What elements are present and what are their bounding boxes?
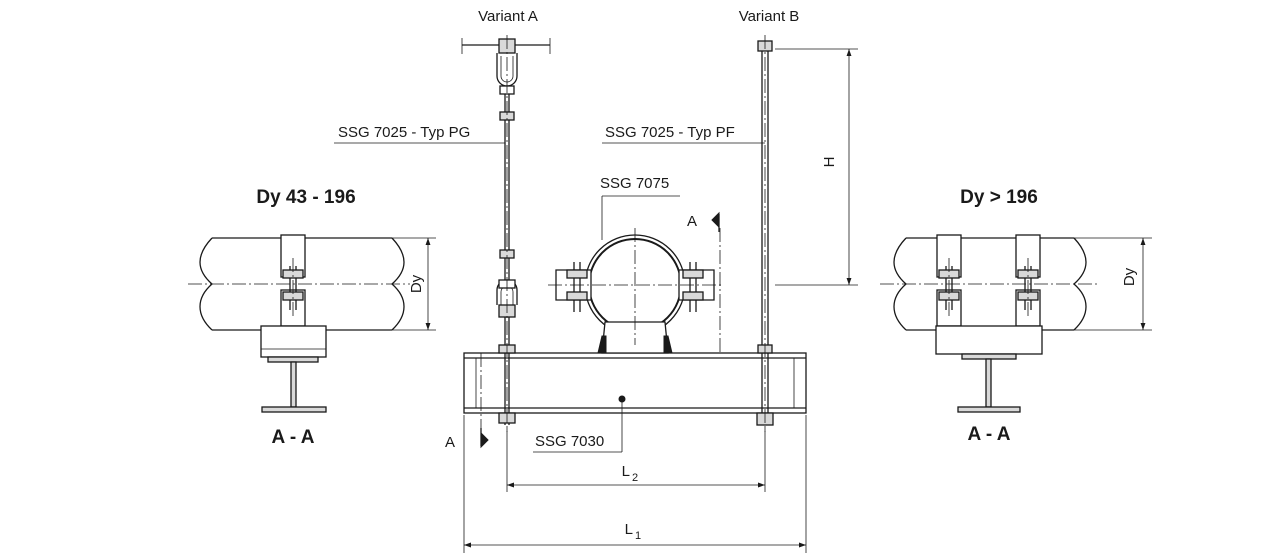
section-mark-upper [711, 211, 721, 352]
right-bolt-left [938, 258, 960, 318]
l1-subscript: 1 [635, 530, 641, 542]
right-dy-label: Dy [1121, 267, 1138, 286]
left-range-label: Dy 43 - 196 [256, 187, 355, 208]
ssg7030-label: SSG 7030 [535, 433, 604, 450]
l2-dimension [506, 428, 766, 492]
typ-pg-label: SSG 7025 - Typ PG [338, 124, 470, 141]
left-bolt [282, 258, 304, 318]
beam-ssg7030 [463, 352, 807, 414]
variant-b-hanger [756, 35, 774, 432]
variant-b-label: Variant B [739, 8, 800, 25]
left-base-block [260, 325, 327, 358]
l2-label: L [622, 463, 630, 480]
pipe-clamp-ssg7075 [548, 228, 722, 354]
right-base-block [935, 325, 1043, 355]
left-section-view: Dy Dy 43 - 196 A - A [188, 187, 436, 448]
left-dy-label: Dy [408, 274, 425, 293]
section-mark-lower [480, 353, 489, 449]
leader-ssg7030 [533, 399, 623, 453]
l1-dimension [463, 415, 807, 553]
left-section-label: A - A [272, 427, 315, 448]
section-mark-lower-label: A [445, 434, 455, 451]
l2-subscript: 2 [632, 472, 638, 484]
variant-a-hanger [461, 35, 551, 432]
right-section-view: Dy Dy > 196 A - A [880, 187, 1152, 445]
height-label: H [821, 157, 838, 168]
right-section-label: A - A [968, 424, 1011, 445]
right-range-label: Dy > 196 [960, 187, 1038, 208]
right-dy-dimension [1074, 237, 1152, 331]
right-pipe [880, 237, 1098, 331]
l1-label: L [625, 521, 633, 538]
ssg7075-label: SSG 7075 [600, 175, 669, 192]
variant-a-label: Variant A [478, 8, 538, 25]
section-mark-upper-label: A [687, 213, 697, 230]
left-dy-dimension [392, 237, 436, 331]
main-front-view: A A H L 2 L 1 [334, 8, 858, 553]
right-i-beam [957, 353, 1021, 413]
height-dimension [775, 48, 858, 286]
left-i-beam [261, 356, 327, 413]
leader-ssg7075 [601, 195, 680, 240]
right-bolt-right [1017, 258, 1039, 318]
typ-pf-label: SSG 7025 - Typ PF [605, 124, 735, 141]
